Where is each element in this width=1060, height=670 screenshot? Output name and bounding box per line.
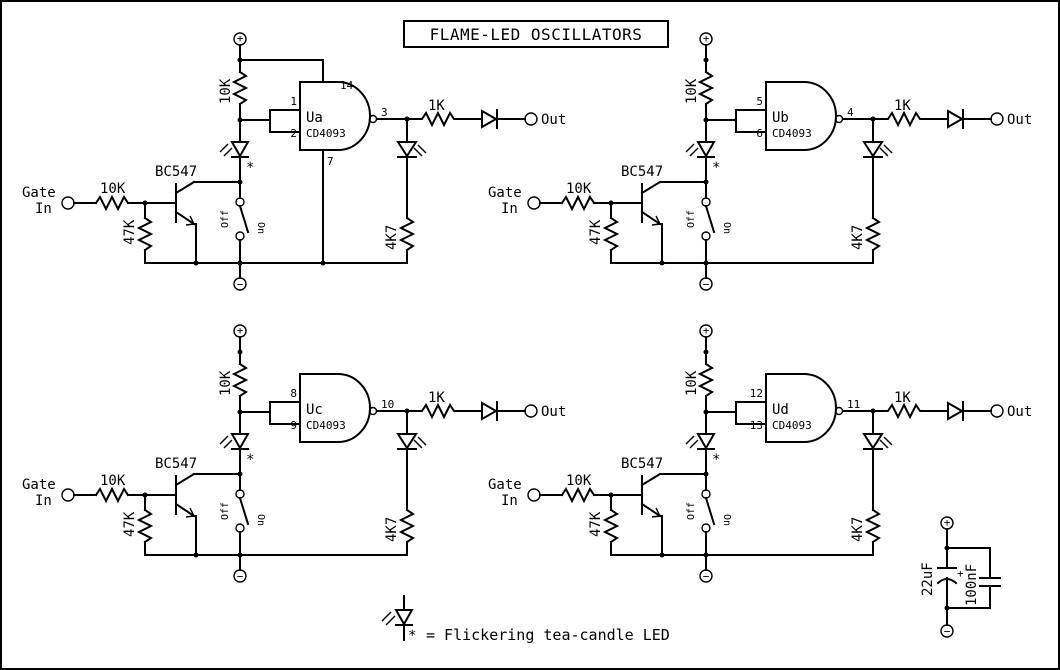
r-pulldown-label: 47K bbox=[588, 219, 604, 245]
r-base-label: 10K bbox=[566, 181, 592, 197]
gate-label: Gate bbox=[22, 185, 56, 201]
pin-in1-label: 5 bbox=[756, 95, 763, 108]
switch-off-label: Off bbox=[686, 502, 697, 520]
gate-label: Gate bbox=[488, 185, 522, 201]
r-bottom-label: 4K7 bbox=[384, 517, 400, 542]
led-symbol-icon bbox=[394, 609, 414, 627]
switch-off-label: Off bbox=[686, 210, 697, 228]
plus-terminal: + bbox=[703, 324, 710, 337]
pin-in1-label: 12 bbox=[750, 387, 763, 400]
r-bottom-label: 4K7 bbox=[384, 225, 400, 250]
out-label: Out bbox=[541, 404, 566, 420]
minus-terminal: − bbox=[944, 625, 951, 638]
out-label: Out bbox=[1007, 404, 1032, 420]
out-label: Out bbox=[541, 112, 566, 128]
legend-text: = Flickering tea-candle LED bbox=[426, 626, 670, 644]
gate-label-in: In bbox=[501, 201, 518, 217]
plus-terminal: + bbox=[237, 324, 244, 337]
plus-terminal: + bbox=[703, 32, 710, 45]
legend: * = Flickering tea-candle LED bbox=[381, 595, 670, 644]
minus-terminal: − bbox=[237, 570, 244, 583]
pin-vdd-label: 14 bbox=[340, 79, 354, 92]
pin-in2-label: 9 bbox=[290, 419, 297, 432]
pin-in1-label: 8 bbox=[290, 387, 297, 400]
r-top-label: 10K bbox=[218, 370, 234, 396]
pin-out-label: 10 bbox=[381, 398, 394, 411]
pin-out-label: 11 bbox=[847, 398, 860, 411]
oscillator-uc: + − Gate In 10K 47K 10K BC547 * Off On U… bbox=[22, 324, 566, 583]
switch-off-label: Off bbox=[220, 502, 231, 520]
plus-terminal: + bbox=[237, 32, 244, 45]
cap-ceramic-label: 100nF bbox=[964, 564, 980, 606]
r-top-label: 10K bbox=[218, 78, 234, 104]
r-base-label: 10K bbox=[100, 473, 126, 489]
r-bottom-label: 4K7 bbox=[850, 225, 866, 250]
chip-label: CD4093 bbox=[772, 127, 812, 140]
r-series-label: 1K bbox=[894, 98, 911, 114]
pin-in1-label: 1 bbox=[290, 95, 297, 108]
chip-label: CD4093 bbox=[306, 419, 346, 432]
oscillator-ub: + − Gate In 10K 47K 10K BC547 * Off On U… bbox=[488, 32, 1032, 291]
pin-in2-label: 2 bbox=[290, 127, 297, 140]
transistor-label: BC547 bbox=[155, 456, 197, 472]
star-mark: * bbox=[712, 160, 720, 176]
r-pulldown-label: 47K bbox=[122, 511, 138, 537]
pin-in2-label: 13 bbox=[750, 419, 763, 432]
pin-out-label: 3 bbox=[381, 106, 388, 119]
switch-on-label: On bbox=[721, 222, 732, 234]
r-top-label: 10K bbox=[684, 78, 700, 104]
star-mark: * bbox=[246, 452, 254, 468]
star-mark: * bbox=[712, 452, 720, 468]
r-series-label: 1K bbox=[428, 390, 445, 406]
r-pulldown-label: 47K bbox=[122, 219, 138, 245]
switch-on-label: On bbox=[255, 514, 266, 526]
switch-on-label: On bbox=[255, 222, 266, 234]
gate-label-in: In bbox=[35, 201, 52, 217]
pin-in2-label: 6 bbox=[756, 127, 763, 140]
plus-terminal: + bbox=[944, 516, 951, 529]
unit-label: Uc bbox=[306, 402, 323, 418]
title-box bbox=[403, 20, 669, 48]
cap-polarity-label: + bbox=[957, 567, 964, 580]
cap-electrolytic-label: 22uF bbox=[920, 562, 936, 596]
minus-terminal: − bbox=[703, 570, 710, 583]
r-series-label: 1K bbox=[428, 98, 445, 114]
transistor-label: BC547 bbox=[621, 456, 663, 472]
oscillator-ud: + − Gate In 10K 47K 10K BC547 * Off On U… bbox=[488, 324, 1032, 583]
switch-off-label: Off bbox=[220, 210, 231, 228]
page-title: FLAME-LED OSCILLATORS bbox=[430, 25, 643, 44]
switch-on-label: On bbox=[721, 514, 732, 526]
transistor-label: BC547 bbox=[621, 164, 663, 180]
gate-label: Gate bbox=[22, 477, 56, 493]
star-mark: * bbox=[246, 160, 254, 176]
transistor-label: BC547 bbox=[155, 164, 197, 180]
r-top-label: 10K bbox=[684, 370, 700, 396]
pin-out-label: 4 bbox=[847, 106, 854, 119]
r-bottom-label: 4K7 bbox=[850, 517, 866, 542]
r-base-label: 10K bbox=[566, 473, 592, 489]
minus-terminal: − bbox=[703, 278, 710, 291]
gate-label: Gate bbox=[488, 477, 522, 493]
gate-label-in: In bbox=[35, 493, 52, 509]
chip-label: CD4093 bbox=[772, 419, 812, 432]
minus-terminal: − bbox=[237, 278, 244, 291]
unit-label: Ub bbox=[772, 110, 789, 126]
r-base-label: 10K bbox=[100, 181, 126, 197]
out-label: Out bbox=[1007, 112, 1032, 128]
chip-label: CD4093 bbox=[306, 127, 346, 140]
power-decoupling: + − + 22uF 100nF bbox=[920, 516, 1001, 638]
oscillator-ua: 14 7 + − Gate In 10K 47K 10K BC547 * Off… bbox=[22, 32, 566, 291]
gate-label-in: In bbox=[501, 493, 518, 509]
unit-label: Ua bbox=[306, 110, 323, 126]
pin-gnd-label: 7 bbox=[327, 155, 334, 168]
r-pulldown-label: 47K bbox=[588, 511, 604, 537]
unit-label: Ud bbox=[772, 402, 789, 418]
r-series-label: 1K bbox=[894, 390, 911, 406]
legend-star: * bbox=[408, 628, 416, 644]
